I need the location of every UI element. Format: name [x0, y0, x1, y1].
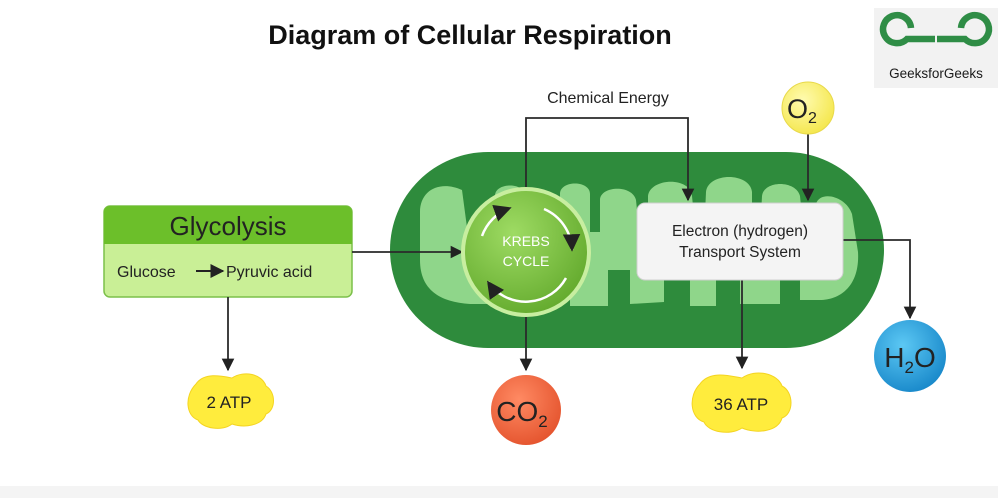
atp-glycolysis-label: 2 ATP	[206, 393, 251, 412]
atp-etc-label: 36 ATP	[714, 395, 769, 414]
etc-label-line2: Transport System	[679, 244, 801, 261]
krebs-label-line1: KREBS	[502, 233, 549, 249]
glycolysis-glucose: Glucose	[117, 264, 176, 281]
flow-arrows	[221, 117, 917, 372]
svg-text:CO2: CO2	[496, 396, 547, 431]
co2-symbol: CO	[496, 396, 538, 427]
geeksforgeeks-logo: GeeksforGeeks	[874, 8, 998, 88]
krebs-label-line2: CYCLE	[503, 253, 550, 269]
gfg-logo-icon	[879, 11, 993, 47]
atp-etc-burst: 36 ATP	[691, 372, 792, 433]
water-subscript: 2	[904, 358, 913, 377]
etc-label-line1: Electron (hydrogen)	[672, 223, 808, 240]
oxygen-symbol: O	[787, 94, 808, 124]
etc-to-water-arrow	[843, 239, 917, 320]
logo-text: GeeksforGeeks	[889, 66, 983, 81]
glycolysis-box: Glycolysis Glucose Pyruvic acid	[103, 205, 353, 298]
krebs-cycle: KREBS CYCLE	[461, 187, 591, 317]
oxygen-subscript: 2	[808, 110, 817, 127]
atp-glycolysis-burst: 2 ATP	[187, 373, 274, 429]
krebs-cycle-arrows-icon	[480, 205, 581, 303]
electron-transport-system: Electron (hydrogen) Transport System	[636, 202, 844, 281]
svg-text:H2O: H2O	[884, 342, 935, 377]
carbon-dioxide-molecule: CO2	[491, 375, 561, 445]
co2-subscript: 2	[538, 412, 547, 431]
water-o: O	[914, 342, 936, 373]
water-molecule: H2O	[874, 320, 946, 392]
chemical-energy-arrow	[525, 117, 695, 202]
water-h: H	[884, 342, 904, 373]
oxygen-molecule: O2	[781, 81, 835, 135]
svg-text:O2: O2	[787, 94, 817, 127]
glycolysis-heading: Glycolysis	[169, 211, 286, 241]
diagram-title: Diagram of Cellular Respiration	[268, 20, 672, 50]
chemical-energy-label: Chemical Energy	[547, 90, 669, 107]
glycolysis-pyruvic-acid: Pyruvic acid	[226, 264, 312, 281]
respiration-diagram: Glycolysis Glucose Pyruvic acid Chemical…	[103, 81, 946, 445]
diagram-canvas: Diagram of Cellular Respiration Geeksfor…	[0, 0, 998, 486]
